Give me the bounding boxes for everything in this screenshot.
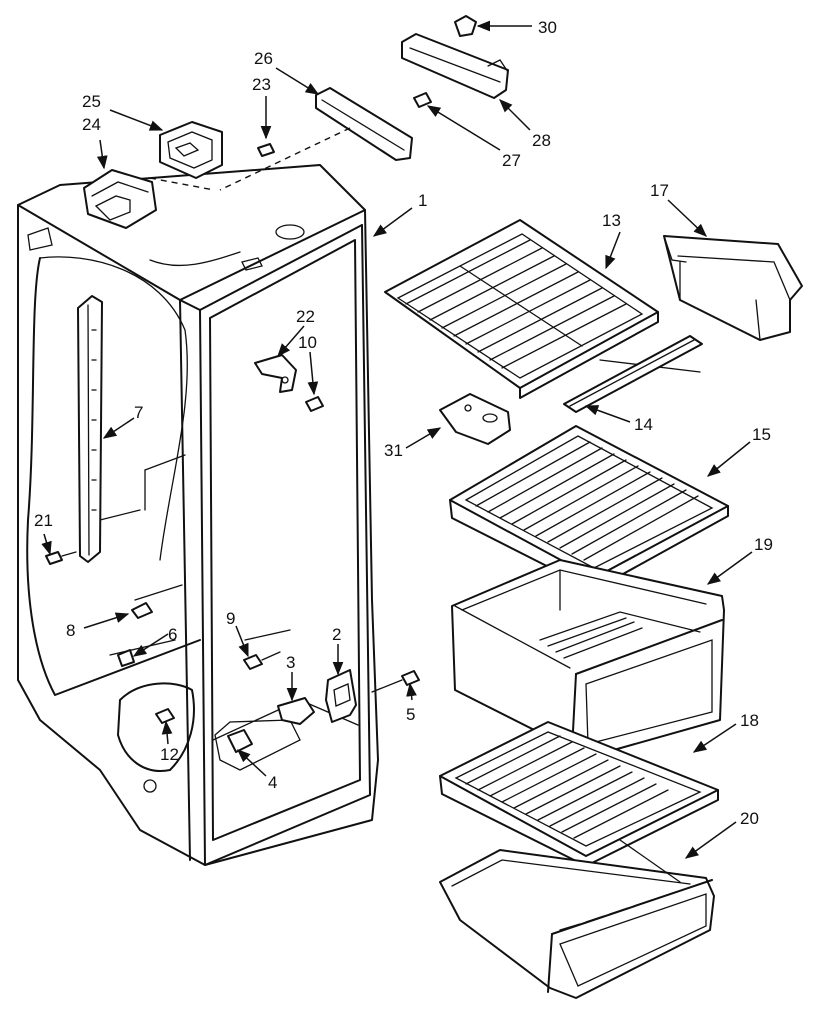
callout-labels: 30 25 24 23 26 27 28 1 17 13 22 10 7 31 … [34, 18, 773, 828]
screw-9 [243, 651, 281, 670]
glass-shelf-18 [439, 721, 719, 867]
callout-13: 13 [602, 211, 621, 230]
screw-27 [413, 92, 432, 108]
leader-lines [41, 20, 753, 859]
callout-21: 21 [34, 511, 53, 530]
bracket-2 [325, 669, 357, 723]
callout-24: 24 [82, 115, 101, 134]
trim-strip-26 [219, 87, 413, 191]
control-bracket-25 [149, 121, 223, 191]
crisper-drawer-19 [451, 559, 725, 756]
callout-18: 18 [740, 711, 759, 730]
callout-7: 7 [134, 403, 143, 422]
callout-20: 20 [740, 809, 759, 828]
glass-shelf-15 [449, 425, 729, 591]
callout-8: 8 [66, 621, 75, 640]
crisper-drawer-20 [439, 839, 715, 999]
control-housing-24 [83, 169, 157, 229]
wire-shelf-13 [384, 219, 701, 399]
rail-slots [91, 329, 97, 511]
light-cover-31 [439, 393, 511, 445]
wire-shelf-13-wires [405, 239, 627, 369]
callout-10: 10 [298, 333, 317, 352]
callout-12: 12 [160, 745, 179, 764]
bracket-22 [254, 354, 297, 393]
drawer-20-ribs [559, 891, 677, 931]
glass-shelf-18-ribs [465, 735, 669, 839]
callout-19: 19 [754, 535, 773, 554]
glass-shelf-15-ribs [475, 441, 699, 561]
light-bracket-28 [401, 33, 509, 99]
screw-10 [305, 396, 324, 412]
callout-23: 23 [252, 75, 271, 94]
clip-30 [454, 15, 477, 37]
callout-25: 25 [82, 92, 101, 111]
clip-6 [117, 649, 135, 667]
block-4 [227, 729, 253, 753]
callout-31: 31 [384, 441, 403, 460]
callout-1: 1 [418, 191, 427, 210]
screw-23 [257, 143, 275, 157]
dairy-bin-17 [663, 235, 803, 341]
callout-15: 15 [752, 425, 771, 444]
bracket-3 [277, 697, 315, 725]
callout-28: 28 [532, 131, 551, 150]
callout-6: 6 [168, 625, 177, 644]
cabinet-liner [17, 164, 379, 866]
callout-4: 4 [268, 773, 277, 792]
hinge-8 [131, 602, 153, 619]
drawer-19-ribs [547, 617, 643, 659]
shelf-support-rail [77, 295, 103, 563]
callout-5: 5 [406, 705, 415, 724]
callout-9: 9 [226, 609, 235, 628]
shelf-trim-14 [563, 335, 703, 413]
callout-30: 30 [538, 18, 557, 37]
screw-12 [155, 708, 175, 724]
callout-2: 2 [332, 625, 341, 644]
screw-21 [45, 551, 77, 565]
callout-27: 27 [502, 151, 521, 170]
callout-17: 17 [650, 181, 669, 200]
callout-26: 26 [254, 49, 273, 68]
callout-22: 22 [296, 307, 315, 326]
callout-14: 14 [634, 415, 653, 434]
callout-3: 3 [286, 653, 295, 672]
screw-5 [371, 670, 420, 693]
